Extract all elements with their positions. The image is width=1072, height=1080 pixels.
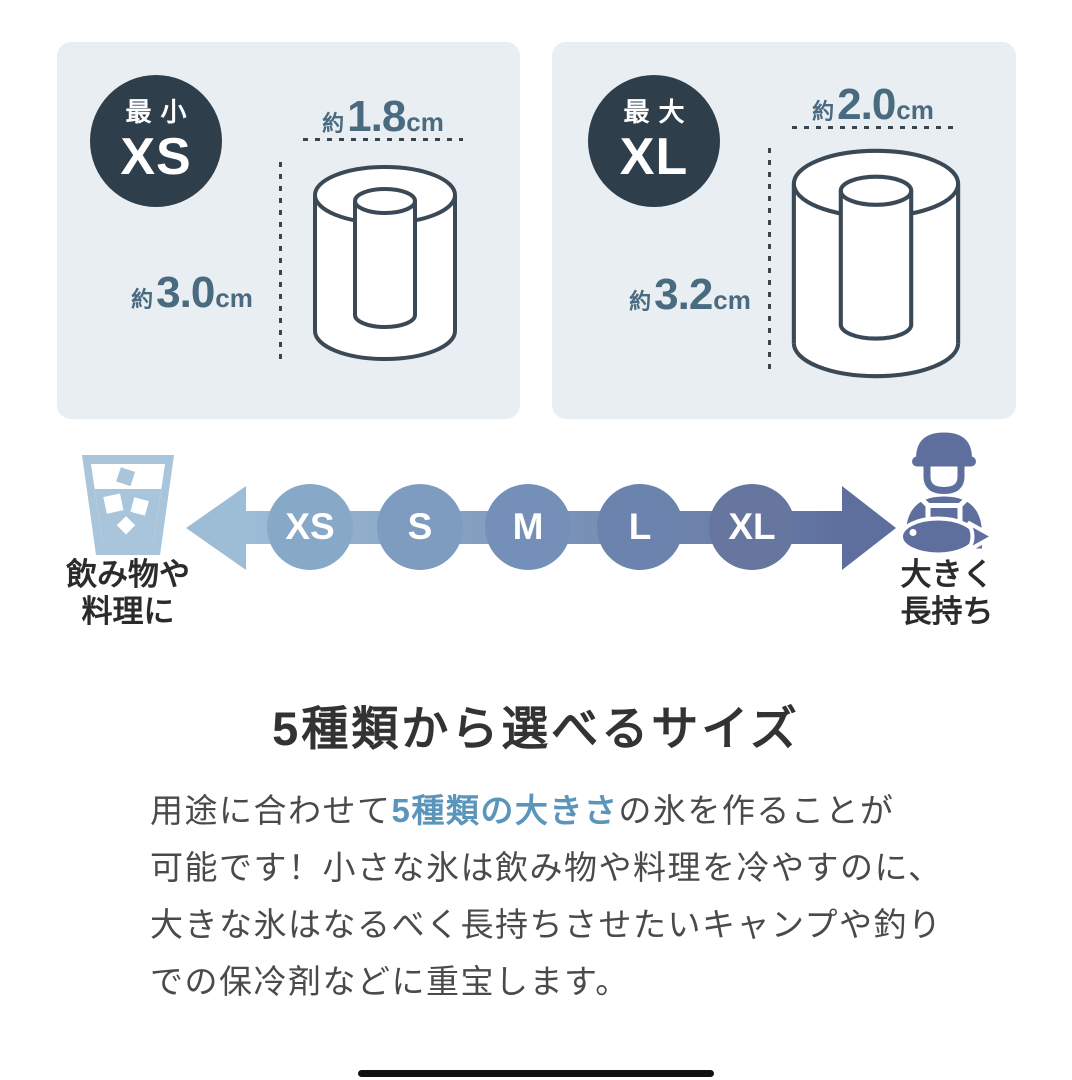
min-size-badge: 最小 XS — [90, 75, 222, 207]
dim-value: 3.2 — [654, 270, 713, 319]
dim-unit: cm — [713, 285, 751, 315]
caption-line: 大きく — [900, 557, 994, 592]
height-dashed-line — [768, 148, 771, 376]
body-line: 大きな氷はなるべく長持ちさせたいキャンプや釣り — [150, 906, 943, 943]
body-line: での保冷剤などに重宝します。 — [150, 963, 630, 1000]
fisherman-with-fish-icon — [899, 432, 996, 557]
size-panel-xl: 最大 XL 約 2.0 cm 約 3.2 cm — [552, 42, 1016, 419]
badge-size-code: XS — [120, 128, 192, 186]
badge-label: 最小 — [125, 97, 196, 127]
dim-prefix: 約 — [629, 289, 652, 314]
dim-unit: cm — [215, 283, 253, 313]
badge-label: 最大 — [623, 97, 694, 127]
dim-value: 3.0 — [156, 268, 215, 317]
dim-prefix: 約 — [131, 287, 154, 312]
ice-cylinder-illustration — [313, 165, 457, 361]
size-circle-xs: XS — [267, 484, 353, 570]
height-label: 約 3.2 cm — [610, 270, 770, 320]
diameter-label: 約 1.8 cm — [303, 92, 463, 142]
caption-line: 料理に — [81, 594, 175, 629]
badge-size-code: XL — [619, 128, 689, 186]
dim-unit: cm — [406, 107, 444, 137]
body-text: の氷を作ることが — [618, 792, 895, 829]
caption-line: 飲み物や — [66, 557, 190, 592]
description-paragraph: 用途に合わせて5種類の大きさの氷を作ることが 可能です！小さな氷は飲み物や料理を… — [150, 782, 970, 1010]
max-size-badge: 最大 XL — [588, 75, 720, 207]
height-dashed-line — [279, 162, 282, 362]
dim-prefix: 約 — [322, 111, 345, 136]
accent-text: 5種類の大きさ — [391, 792, 619, 829]
body-line: 可能です！小さな氷は飲み物や料理を冷やすのに、 — [150, 849, 943, 886]
home-indicator — [358, 1070, 714, 1077]
dim-prefix: 約 — [812, 99, 835, 124]
diameter-label: 約 2.0 cm — [792, 80, 954, 130]
dim-value: 2.0 — [837, 80, 896, 129]
glass-with-ice-icon — [82, 455, 174, 555]
width-dashed-line — [303, 138, 463, 141]
caption-line: 長持ち — [900, 594, 994, 629]
dim-value: 1.8 — [347, 92, 406, 141]
long-lasting-caption: 大きく 長持ち — [862, 556, 1032, 630]
height-label: 約 3.0 cm — [112, 268, 272, 318]
dim-unit: cm — [896, 95, 934, 125]
drinks-caption: 飲み物や 料理に — [28, 556, 228, 630]
size-panel-xs: 最小 XS 約 1.8 cm 約 3.0 cm — [57, 42, 520, 419]
size-circle-s: S — [377, 484, 463, 570]
section-heading: 5種類から選べるサイズ — [272, 702, 800, 755]
size-circle-l: L — [597, 484, 683, 570]
ice-cylinder-illustration — [791, 148, 961, 379]
body-line: 用途に合わせて5種類の大きさの氷を作ることが — [150, 782, 970, 839]
size-circle-m: M — [485, 484, 571, 570]
size-circle-xl: XL — [709, 484, 795, 570]
arrow-left-head — [186, 486, 246, 570]
arrow-right-head — [842, 486, 896, 570]
body-text: 用途に合わせて — [150, 792, 392, 829]
width-dashed-line — [792, 126, 954, 129]
